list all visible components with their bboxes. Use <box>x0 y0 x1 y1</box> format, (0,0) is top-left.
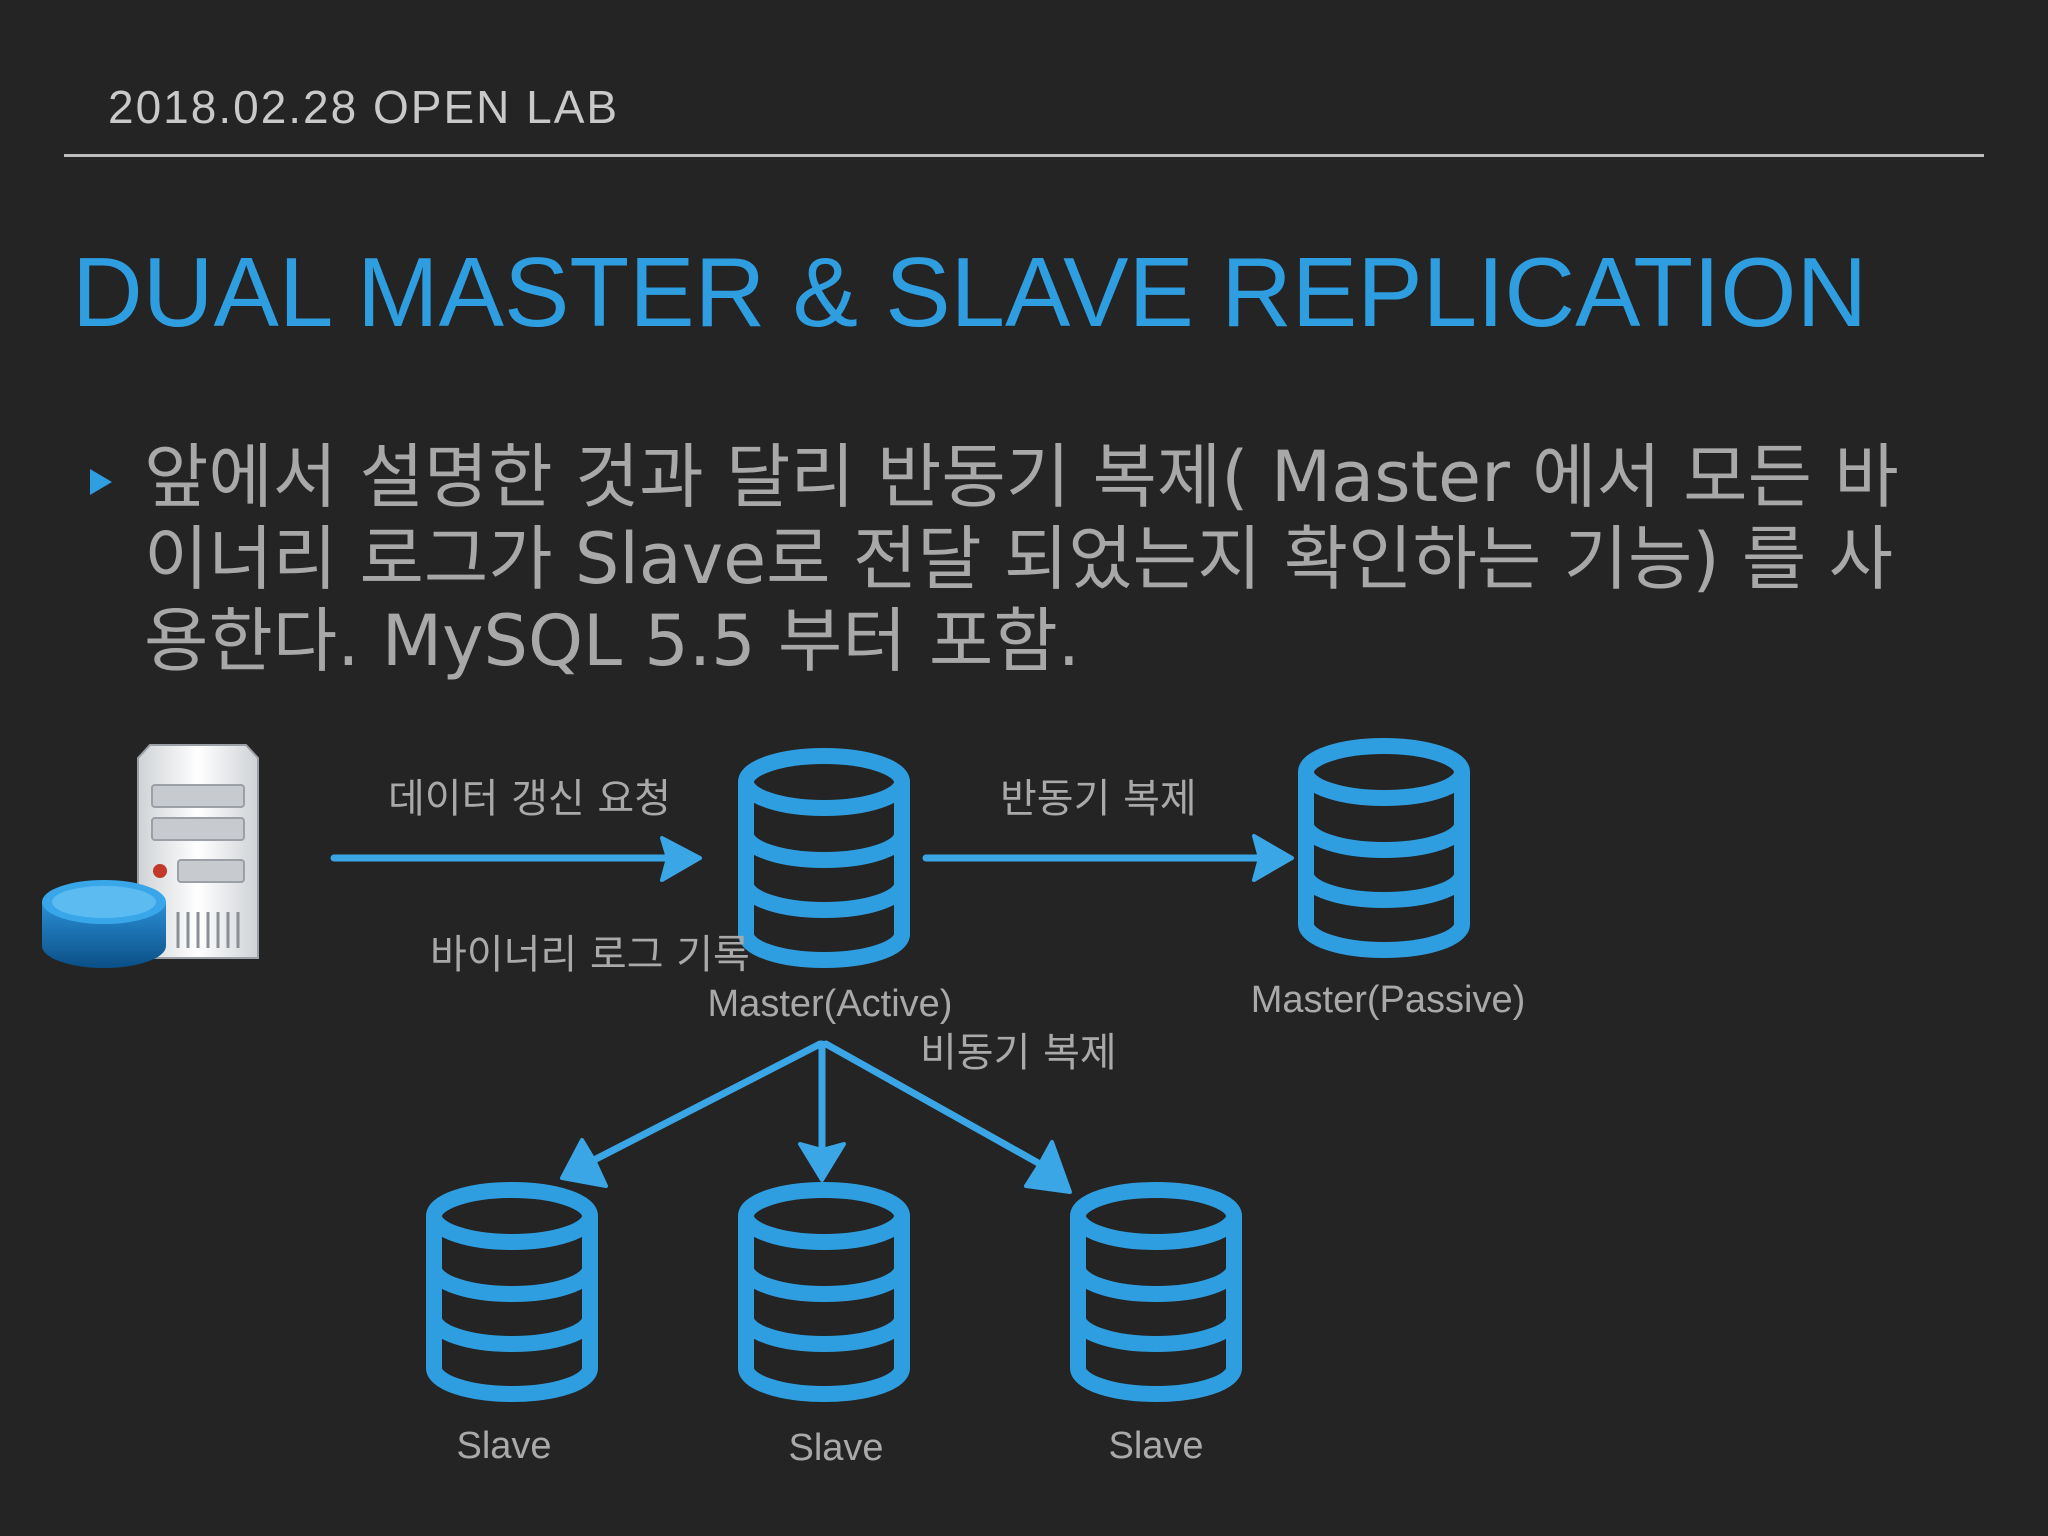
label-update-request: 데이터 갱신 요청 <box>388 776 671 822</box>
header-divider <box>64 154 1984 157</box>
label-slave-3: Slave <box>1108 1425 1203 1467</box>
arrow-async-slave-3 <box>822 1040 1072 1194</box>
master-passive-db-icon <box>1306 746 1462 950</box>
slide-title: DUAL MASTER & SLAVE REPLICATION <box>72 237 1868 347</box>
label-slave-1: Slave <box>456 1425 551 1467</box>
header-date: 2018.02.28 OPEN LAB <box>108 81 620 133</box>
label-master-active: Master(Active) <box>708 983 953 1025</box>
label-slave-2: Slave <box>788 1427 883 1469</box>
slave-1-db-icon <box>434 1190 590 1394</box>
arrow-update-request <box>330 836 702 882</box>
arrow-async-slave-2 <box>798 1040 846 1182</box>
server-icon <box>42 744 259 968</box>
bullet-triangle-icon <box>90 469 112 495</box>
label-binlog: 바이너리 로그 기록 <box>430 932 750 978</box>
arrow-async-slave-1 <box>560 1040 824 1188</box>
label-semi-sync: 반동기 복제 <box>1000 776 1197 822</box>
arrow-semi-sync <box>922 834 1294 882</box>
slave-2-db-icon <box>746 1190 902 1394</box>
master-active-db-icon <box>746 756 902 960</box>
slave-3-db-icon <box>1078 1190 1234 1394</box>
label-master-passive: Master(Passive) <box>1251 979 1526 1021</box>
label-async: 비동기 복제 <box>920 1030 1117 1076</box>
bullet-text: 앞에서 설명한 것과 달리 반동기 복제( Master 에서 모든 바이너리 … <box>144 436 1899 682</box>
